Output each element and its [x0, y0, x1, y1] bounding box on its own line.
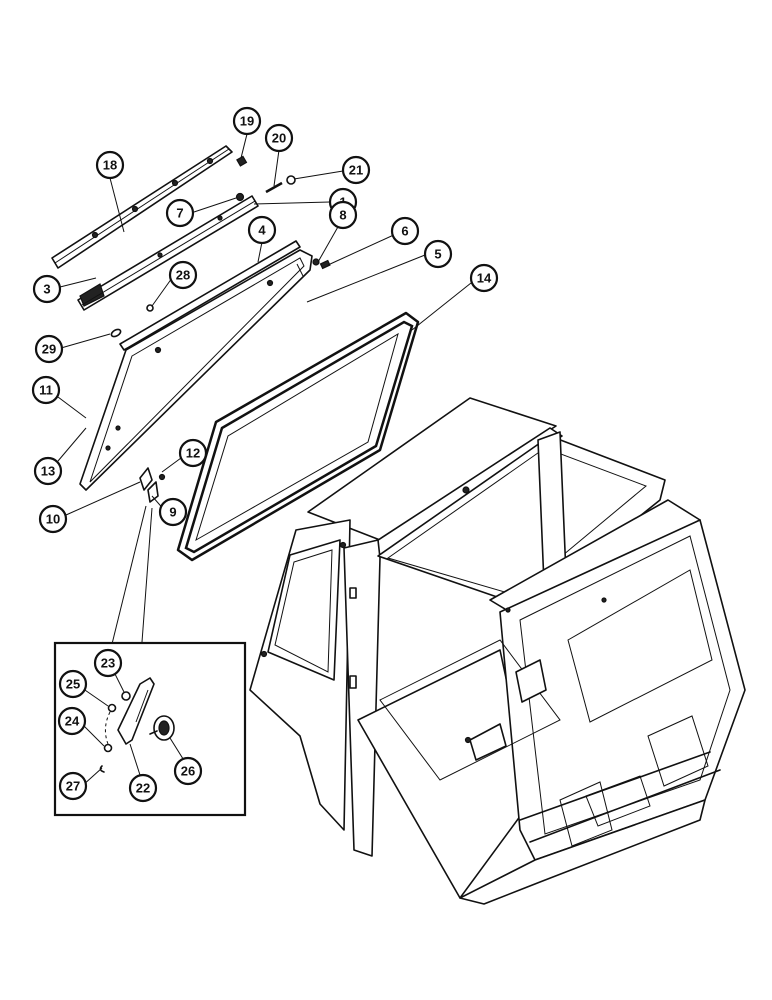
svg-text:10: 10	[46, 512, 60, 527]
cab-body	[249, 397, 746, 905]
callout-26: 26	[173, 756, 203, 786]
hinge-bracket	[77, 195, 259, 311]
leader-lines	[57, 133, 472, 645]
callout-9: 9	[158, 497, 188, 527]
latch-parts	[139, 467, 166, 503]
window-gasket	[176, 311, 420, 562]
svg-text:7: 7	[176, 206, 183, 221]
callout-12: 12	[178, 438, 208, 468]
callout-25: 25	[58, 669, 88, 699]
svg-text:21: 21	[349, 163, 363, 178]
svg-text:20: 20	[272, 131, 286, 146]
svg-text:13: 13	[41, 464, 55, 479]
hardware-19	[236, 155, 248, 167]
svg-text:11: 11	[39, 383, 53, 398]
svg-text:8: 8	[339, 208, 346, 223]
nut-24	[103, 743, 113, 753]
knob-26	[149, 715, 175, 741]
callout-18: 18	[95, 150, 125, 180]
svg-text:4: 4	[258, 223, 266, 238]
svg-text:3: 3	[43, 282, 50, 297]
callout-24: 24	[57, 706, 87, 736]
callout-8: 8	[328, 200, 358, 230]
callout-10: 10	[38, 504, 68, 534]
washer-23	[121, 691, 131, 701]
callout-4: 4	[247, 215, 277, 245]
clip-28	[146, 304, 154, 312]
svg-text:18: 18	[103, 158, 117, 173]
callout-29: 29	[34, 334, 64, 364]
svg-text:14: 14	[477, 271, 492, 286]
clip-29	[110, 328, 122, 338]
bolt-6	[319, 259, 331, 270]
washer-8	[312, 258, 320, 266]
svg-text:12: 12	[186, 446, 200, 461]
callout-28: 28	[168, 260, 198, 290]
svg-text:29: 29	[42, 342, 56, 357]
callout-14: 14	[469, 263, 499, 293]
callout-20: 20	[264, 123, 294, 153]
svg-text:19: 19	[240, 114, 254, 129]
hinge-bar	[51, 145, 233, 269]
callout-3: 3	[32, 274, 62, 304]
svg-text:23: 23	[101, 656, 115, 671]
callout-22: 22	[128, 773, 158, 803]
svg-text:6: 6	[401, 224, 408, 239]
pin-20	[265, 181, 283, 194]
svg-text:26: 26	[181, 764, 195, 779]
callout-6: 6	[390, 216, 420, 246]
callout-23: 23	[93, 648, 123, 678]
callout-5: 5	[423, 239, 453, 269]
callout-27: 27	[58, 771, 88, 801]
nut-7	[235, 192, 245, 202]
svg-text:28: 28	[176, 268, 190, 283]
glass-panel	[79, 249, 313, 491]
callout-13: 13	[33, 456, 63, 486]
svg-text:25: 25	[66, 677, 80, 692]
callout-19: 19	[232, 106, 262, 136]
svg-text:9: 9	[169, 505, 176, 520]
seal-strip	[119, 240, 301, 351]
svg-text:27: 27	[66, 779, 80, 794]
svg-text:22: 22	[136, 781, 150, 796]
nut-21	[286, 175, 296, 185]
callout-21: 21	[341, 155, 371, 185]
callout-7: 7	[165, 198, 195, 228]
callout-11: 11	[31, 375, 61, 405]
svg-text:5: 5	[434, 247, 441, 262]
svg-text:24: 24	[65, 714, 80, 729]
washer-25	[107, 703, 117, 713]
latch-arm-22	[117, 677, 155, 745]
